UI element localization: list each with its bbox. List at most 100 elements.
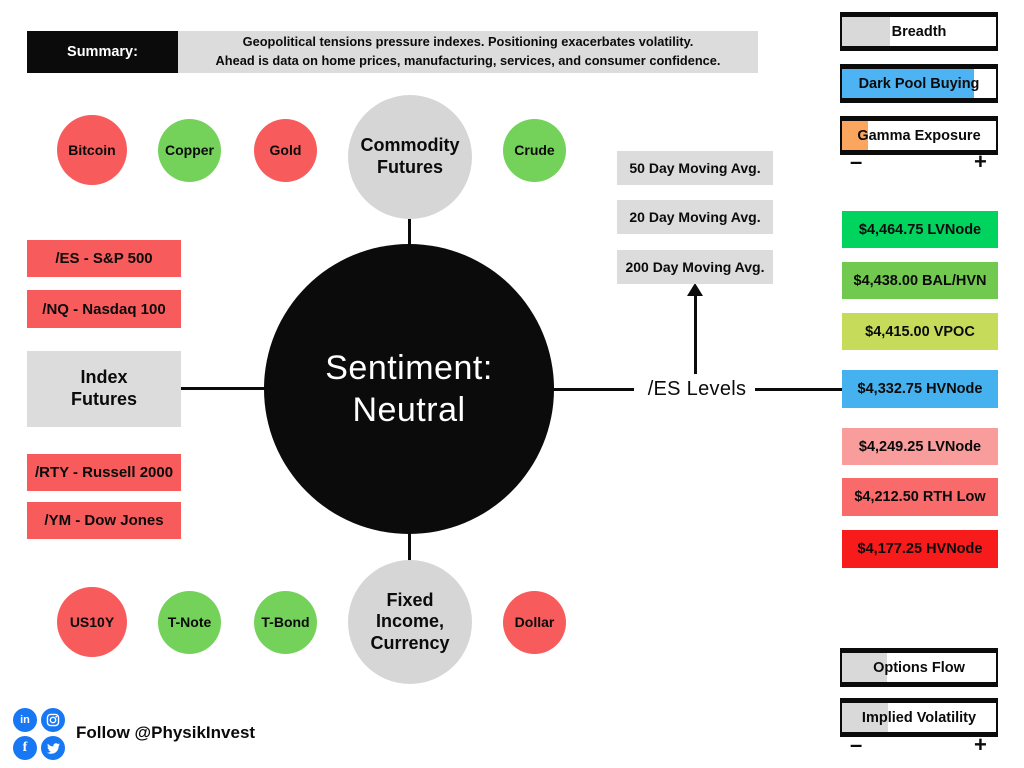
gamma-exposure-gauge: Gamma Exposure	[840, 116, 998, 155]
twitter-glyph	[46, 742, 60, 754]
copper-node: Copper	[158, 119, 221, 182]
breadth-gauge: Breadth	[840, 12, 998, 51]
instagram-glyph	[46, 713, 60, 727]
commodity-futures-hub: Commodity Futures	[348, 95, 472, 219]
crude-label: Crude	[514, 142, 555, 159]
nq-nasdaq-label: /NQ - Nasdaq 100	[42, 300, 166, 318]
sentiment-line-2: Neutral	[352, 391, 466, 429]
moving-avg-50-box: 50 Day Moving Avg.	[617, 151, 773, 185]
linkedin-icon[interactable]: in	[13, 708, 37, 732]
breadth-label: Breadth	[891, 23, 947, 40]
minus-label: –	[850, 149, 863, 174]
connector-left	[181, 387, 265, 390]
es-level-label: $4,249.25 LVNode	[858, 438, 982, 455]
ym-dow-box: /YM - Dow Jones	[27, 502, 181, 539]
es-level-label: $4,464.75 LVNode	[858, 221, 982, 238]
es-level-box: $4,464.75 LVNode	[842, 211, 998, 248]
ym-dow-label: /YM - Dow Jones	[44, 512, 164, 529]
summary-text: Geopolitical tensions pressure indexes. …	[178, 31, 758, 73]
bitcoin-node: Bitcoin	[57, 115, 127, 185]
implied-volatility-label: Implied Volatility	[861, 709, 977, 726]
es-level-label: $4,415.00 VPOC	[865, 323, 975, 340]
es-level-box: $4,332.75 HVNode	[842, 370, 998, 408]
es-level-box: $4,177.25 HVNode	[842, 530, 998, 568]
gold-label: Gold	[269, 142, 302, 159]
sentiment-hub: Sentiment: Neutral	[264, 244, 554, 534]
connector-top	[408, 219, 411, 245]
rty-russell-label: /RTY - Russell 2000	[34, 464, 174, 481]
dark-pool-buying-gauge: Dark Pool Buying	[840, 64, 998, 103]
es-level-label: $4,177.25 HVNode	[857, 541, 983, 557]
moving-avg-200-label: 200 Day Moving Avg.	[625, 259, 765, 275]
summary-line-2: Ahead is data on home prices, manufactur…	[215, 53, 721, 68]
gauge-fill	[842, 121, 869, 150]
es-sp500-box: /ES - S&P 500	[27, 240, 181, 277]
dark-pool-buying-label: Dark Pool Buying	[858, 75, 980, 92]
es-level-box: $4,212.50 RTH Low	[842, 478, 998, 516]
us10y-node: US10Y	[57, 587, 127, 657]
fixed-hub-line-2: Income,	[375, 611, 445, 632]
us10y-label: US10Y	[69, 613, 115, 630]
tbond-node: T-Bond	[254, 591, 317, 654]
options-flow-gauge: Options Flow	[840, 648, 998, 687]
tbond-label: T-Bond	[261, 614, 310, 631]
connector-bottom	[408, 532, 411, 561]
gauge-fill	[842, 17, 890, 46]
es-levels-label: /ES Levels	[647, 377, 747, 400]
gold-node: Gold	[254, 119, 317, 182]
dollar-node: Dollar	[503, 591, 566, 654]
connector-right-inner	[552, 388, 634, 391]
tnote-node: T-Note	[158, 591, 221, 654]
options-flow-label: Options Flow	[873, 659, 965, 676]
es-level-label: $4,212.50 RTH Low	[854, 489, 986, 505]
es-level-box: $4,249.25 LVNode	[842, 428, 998, 465]
tnote-label: T-Note	[167, 614, 212, 631]
es-level-box: $4,438.00 BAL/HVN	[842, 262, 998, 299]
commodity-hub-line-2: Futures	[376, 157, 443, 177]
minus-label: –	[850, 732, 863, 757]
plus-label: +	[974, 149, 987, 174]
arrow-up-icon	[687, 283, 703, 296]
es-level-label: $4,332.75 HVNode	[857, 381, 983, 397]
nq-nasdaq-box: /NQ - Nasdaq 100	[27, 290, 181, 328]
moving-avg-200-box: 200 Day Moving Avg.	[617, 250, 773, 284]
moving-avg-50-label: 50 Day Moving Avg.	[629, 160, 761, 176]
sentiment-title: Sentiment: Neutral	[325, 347, 493, 432]
dollar-label: Dollar	[514, 614, 555, 631]
fixed-income-label: Fixed Income, Currency	[370, 590, 449, 655]
copper-label: Copper	[165, 142, 214, 159]
arrow-line	[694, 293, 697, 374]
twitter-icon[interactable]	[41, 736, 65, 760]
fixed-hub-line-3: Currency	[370, 632, 450, 653]
gamma-exposure-label: Gamma Exposure	[857, 127, 981, 144]
commodity-futures-label: Commodity Futures	[361, 135, 460, 178]
facebook-icon[interactable]: f	[13, 736, 37, 760]
plus-label: +	[974, 732, 987, 757]
es-level-label: $4,438.00 BAL/HVN	[853, 272, 987, 289]
index-futures-hub: Index Futures	[27, 351, 181, 427]
es-sp500-label: /ES - S&P 500	[55, 250, 153, 267]
gauge-fill	[842, 69, 975, 98]
moving-avg-20-label: 20 Day Moving Avg.	[629, 209, 761, 225]
gauge-fill	[842, 703, 889, 732]
instagram-icon[interactable]	[41, 708, 65, 732]
commodity-hub-line-1: Commodity	[360, 135, 460, 156]
fixed-income-hub: Fixed Income, Currency	[348, 560, 472, 684]
facebook-glyph: f	[22, 740, 28, 755]
implied-volatility-gauge: Implied Volatility	[840, 698, 998, 737]
sentiment-line-1: Sentiment:	[325, 348, 493, 387]
gauge-fill	[842, 653, 887, 682]
connector-right-outer	[755, 388, 843, 391]
linkedin-glyph: in	[20, 713, 30, 726]
bitcoin-label: Bitcoin	[68, 141, 116, 158]
index-hub-line-2: Futures	[70, 389, 137, 409]
fixed-hub-line-1: Fixed	[386, 589, 434, 610]
moving-avg-20-box: 20 Day Moving Avg.	[617, 200, 773, 234]
es-level-box: $4,415.00 VPOC	[842, 313, 998, 350]
rty-russell-box: /RTY - Russell 2000	[27, 454, 181, 491]
follow-handle: Follow @PhysikInvest	[76, 723, 256, 742]
index-hub-line-1: Index	[80, 367, 128, 388]
index-futures-label: Index Futures	[71, 367, 137, 410]
summary-line-1: Geopolitical tensions pressure indexes. …	[242, 34, 694, 50]
